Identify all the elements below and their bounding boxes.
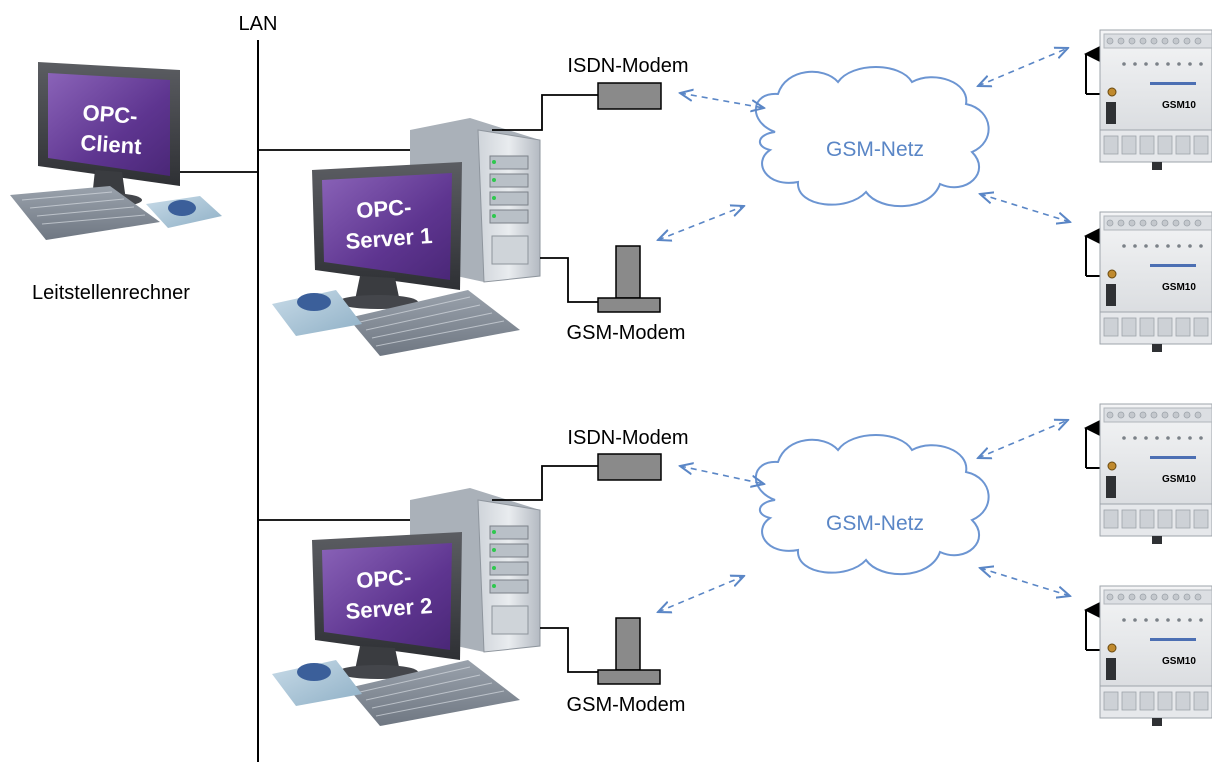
gsm-cloud-1	[754, 66, 990, 208]
client-screen	[48, 73, 170, 176]
radio-links-2	[658, 420, 1070, 612]
server-2-station: OPC- Server 2	[272, 488, 541, 726]
gsm-modem-2-label: GSM-Modem	[567, 694, 686, 716]
isdn-modem-2	[597, 453, 662, 481]
gsm10-label: GSM10	[1162, 656, 1196, 667]
isdn-modem-1-label: ISDN-Modem	[567, 55, 688, 77]
gsm-cloud-2-label: GSM-Netz	[826, 512, 924, 535]
isdn-modem-2-label: ISDN-Modem	[567, 427, 688, 449]
server-1-cables	[492, 94, 598, 303]
client-keyboard-keys	[21, 191, 146, 225]
gsm10-device: GSM10	[1084, 29, 1212, 170]
gsm10-label: GSM10	[1162, 282, 1196, 293]
gsm-modem-1-label: GSM-Modem	[567, 322, 686, 344]
gsm10-label: GSM10	[1162, 100, 1196, 111]
isdn-modem-1	[597, 82, 662, 110]
radio-links-1	[658, 48, 1070, 240]
gsm-modem-2	[597, 617, 661, 685]
gsm10-device: GSM10	[1084, 585, 1212, 726]
gsm-cloud-1-label: GSM-Netz	[826, 138, 924, 161]
lan-label: LAN	[239, 13, 278, 35]
server-1-station: OPC- Server 1	[272, 118, 541, 356]
server-2-screen-text: OPC- Server 2	[343, 563, 433, 624]
server-1-screen	[322, 173, 452, 280]
client-screen-text: OPC- Client	[80, 100, 145, 159]
gsm-modem-1	[597, 245, 661, 313]
server-2-screen	[322, 543, 452, 650]
gsm10-device: GSM10	[1084, 403, 1212, 544]
client-workstation: OPC- Client	[10, 62, 222, 240]
server-1-screen-text: OPC- Server 1	[343, 193, 433, 254]
gsm10-label: GSM10	[1162, 474, 1196, 485]
server-2-cables	[492, 465, 598, 673]
gsm-cloud-2	[754, 434, 990, 576]
client-caption: Leitstellenrechner	[32, 282, 190, 304]
gsm10-device: GSM10	[1084, 211, 1212, 352]
